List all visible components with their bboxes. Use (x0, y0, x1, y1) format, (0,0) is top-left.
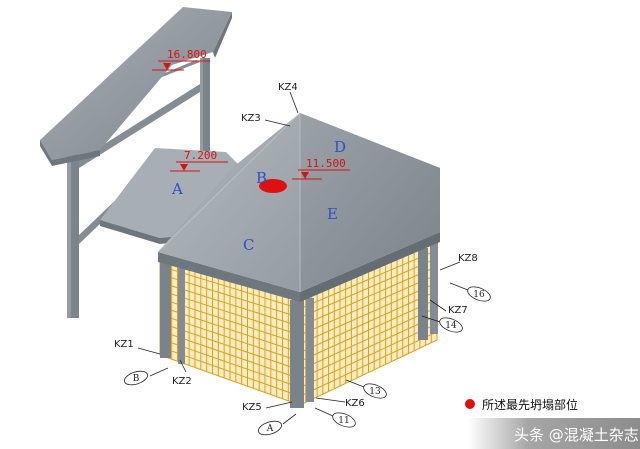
elevation-roof: 11.500 (292, 157, 350, 180)
elevation-middle-text: 7.200 (184, 149, 217, 162)
axis-bubble-14: 14 (421, 315, 463, 333)
collapse-marker (259, 179, 287, 193)
watermark: 头条 @混凝土杂志 (514, 426, 639, 444)
svg-text:13: 13 (369, 387, 381, 397)
face-label-d: D (334, 138, 346, 156)
face-label-c: C (243, 236, 254, 254)
elevation-middle: 7.200 (170, 149, 228, 172)
roof-face-c (158, 113, 300, 292)
axis-bubble-13: 13 (345, 379, 387, 399)
label-kz7: KZ7 (448, 305, 468, 316)
left-structure (40, 7, 240, 318)
label-kz8: KZ8 (458, 253, 478, 264)
face-label-e: E (327, 205, 338, 223)
svg-text:A: A (266, 424, 274, 434)
column-kz2 (178, 268, 185, 364)
column-kz1 (160, 262, 171, 358)
elevation-top-text: 16.800 (167, 48, 207, 61)
svg-text:B: B (133, 374, 140, 384)
axis-bubble-11: 11 (314, 407, 356, 428)
main-building (157, 112, 440, 408)
legend-text: 所述最先坍塌部位 (482, 397, 578, 412)
middle-slab (100, 148, 240, 238)
column-kz7 (418, 248, 428, 340)
label-kz1: KZ1 (114, 339, 134, 350)
legend: 所述最先坍塌部位 (465, 397, 578, 412)
left-column-back (200, 58, 210, 226)
label-kz2: KZ2 (172, 376, 192, 387)
upper-slab (40, 7, 232, 160)
elevation-top: 16.800 (152, 48, 210, 71)
label-kz6: KZ6 (345, 398, 365, 409)
label-kz5: KZ5 (242, 402, 262, 413)
label-kz4: KZ4 (278, 82, 298, 93)
axis-bubble-b: B (124, 367, 169, 386)
face-label-b: B (256, 169, 267, 187)
roof-face-e (300, 113, 440, 292)
legend-marker-icon (465, 399, 475, 409)
svg-text:16: 16 (473, 290, 485, 300)
label-kz3: KZ3 (241, 113, 261, 124)
axis-bubble-16: 16 (449, 282, 491, 302)
column-kz8 (430, 240, 438, 334)
face-label-a: A (171, 180, 183, 198)
column-kz6 (306, 298, 314, 402)
axis-bubble-a: A (258, 413, 297, 436)
column-kz5 (290, 300, 304, 408)
svg-text:11: 11 (338, 416, 349, 426)
elevation-roof-text: 11.500 (306, 157, 346, 170)
svg-text:14: 14 (445, 321, 457, 331)
